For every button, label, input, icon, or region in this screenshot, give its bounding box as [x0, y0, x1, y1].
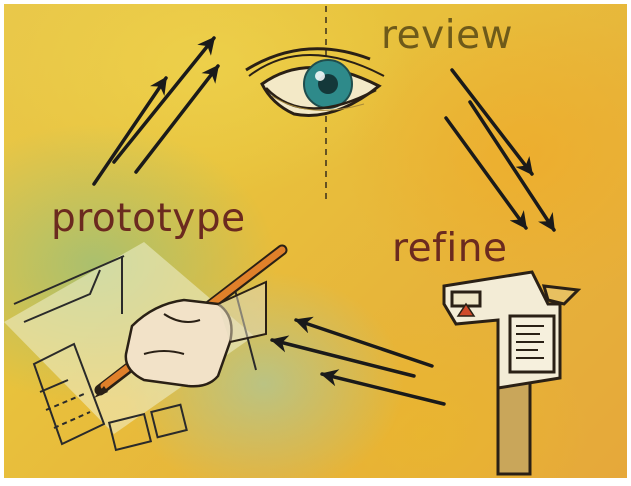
arrow-icon	[320, 369, 446, 406]
illustration-svg	[4, 6, 582, 476]
prototype-label: prototype	[51, 196, 246, 241]
hand-with-pencil-icon	[94, 244, 288, 398]
arrow-icon	[450, 68, 534, 176]
arrows-review-to-refine	[444, 68, 556, 232]
arrow-icon	[92, 76, 168, 186]
arrows-prototype-to-review	[92, 36, 220, 186]
review-label: review	[381, 13, 513, 58]
arrow-icon	[444, 116, 528, 230]
arrow-icon	[112, 36, 216, 164]
arrow-icon	[134, 64, 220, 174]
caliper-icon	[442, 270, 582, 476]
arrows-refine-to-prototype	[270, 316, 446, 406]
arrow-icon	[468, 100, 556, 232]
refine-label: refine	[392, 226, 508, 271]
arrow-icon	[270, 335, 416, 378]
eye-icon	[245, 47, 385, 117]
arrow-icon	[294, 316, 434, 368]
illustration-canvas: review prototype refine	[4, 4, 627, 478]
